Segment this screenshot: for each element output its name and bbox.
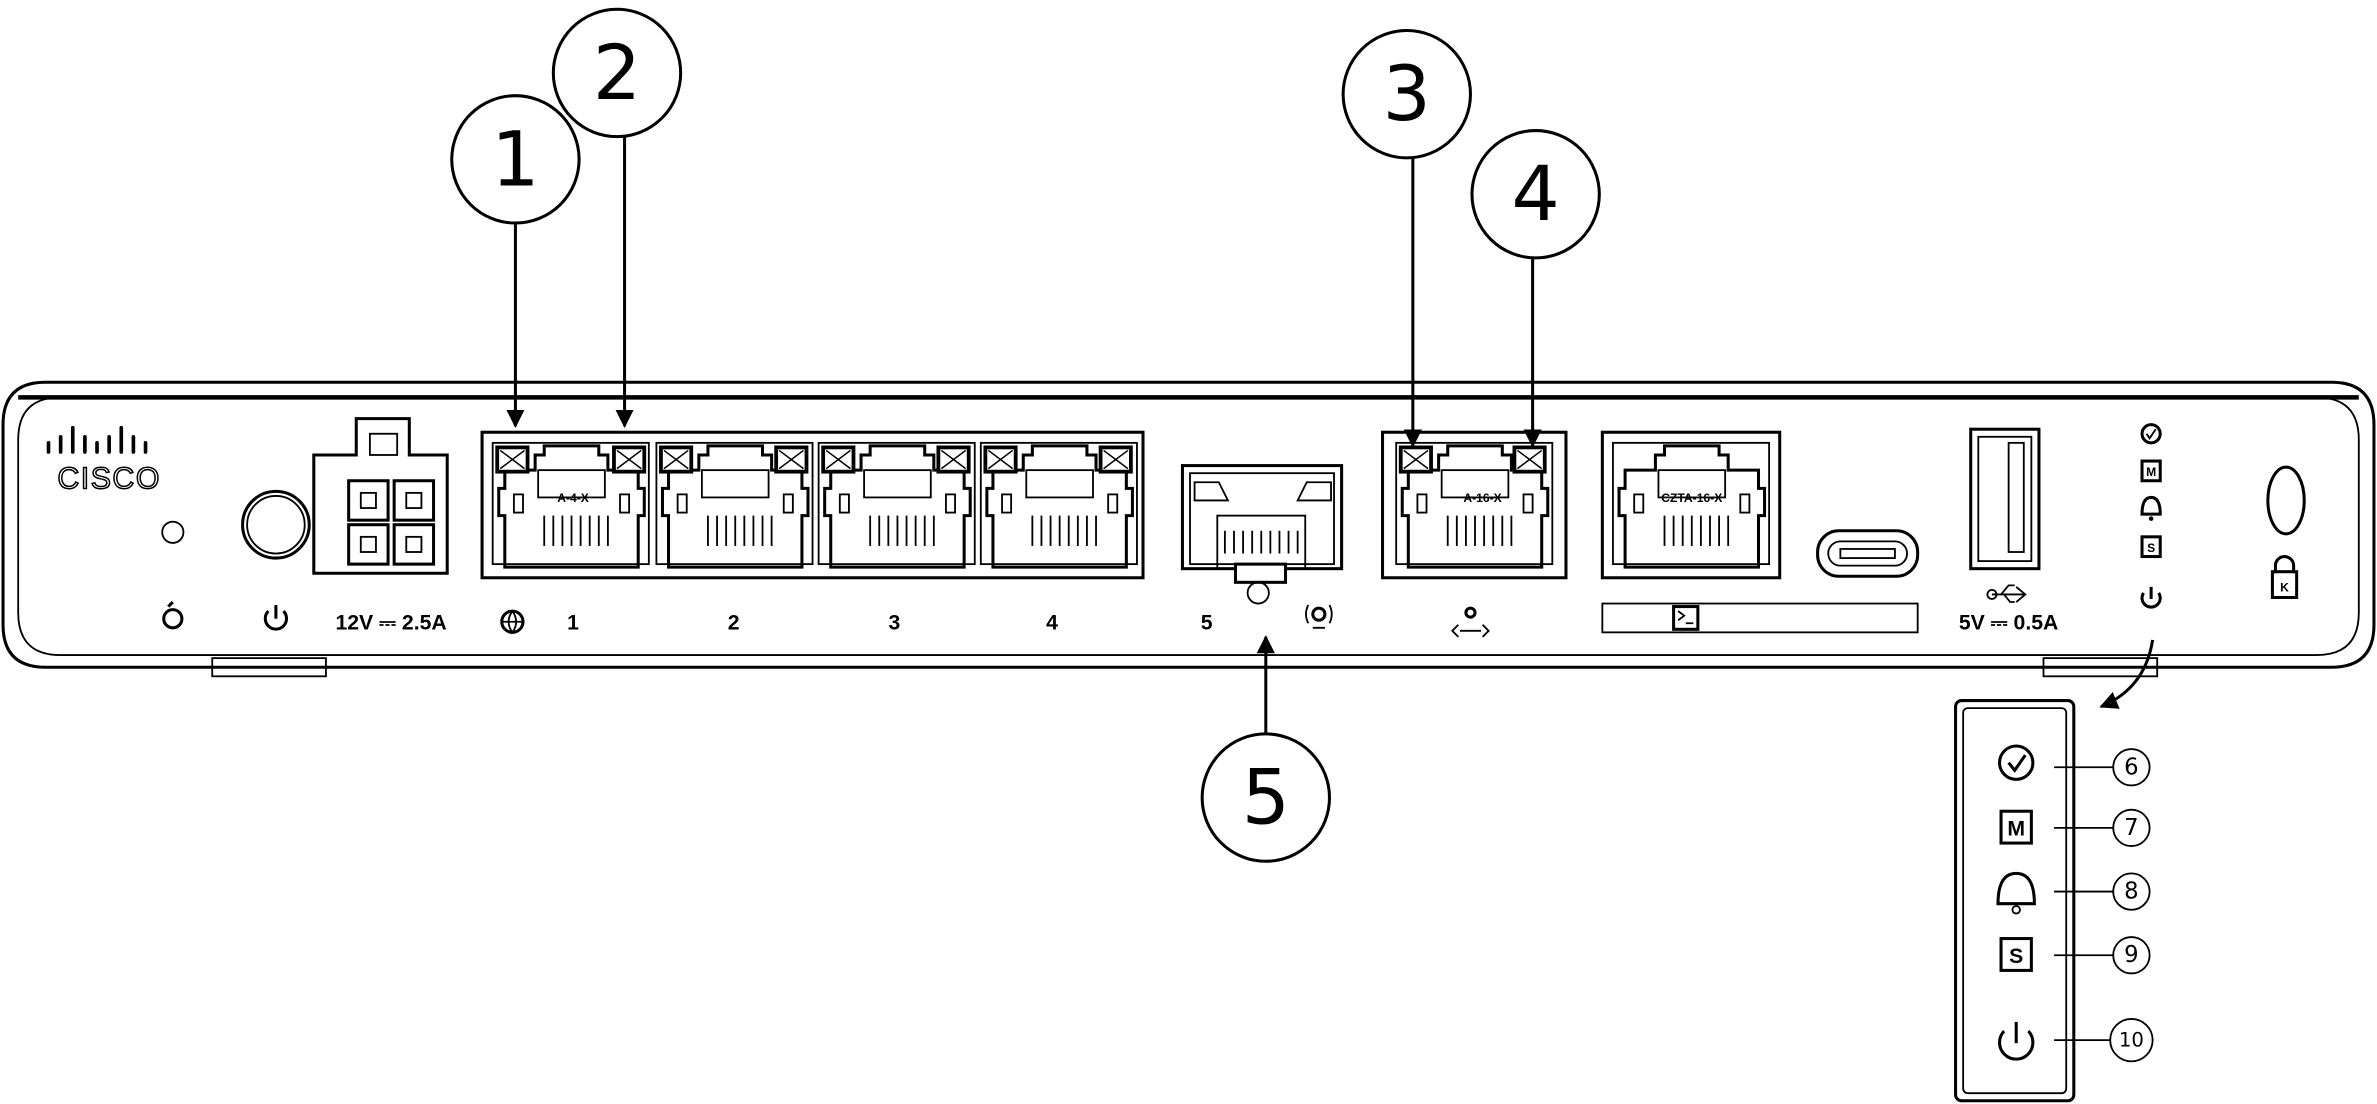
console-icon — [1672, 605, 1700, 631]
kensington-slot — [2266, 465, 2306, 536]
check-icon — [1998, 744, 2035, 781]
usb-c-port[interactable] — [1816, 529, 1920, 578]
chassis — [1, 380, 2376, 678]
console-label-strip — [1601, 602, 1919, 634]
power-icon — [2140, 586, 2162, 609]
led-inset-panel: M S — [1954, 699, 2076, 1103]
port-label-2: 2 — [728, 611, 740, 634]
port-tag-lan: A-4-X — [557, 491, 589, 505]
m-letter: M — [2007, 817, 2025, 840]
port-tag-wan: A-16-X — [1463, 491, 1501, 505]
usb-a-port[interactable] — [1969, 427, 2041, 571]
callout-number: 4 — [1512, 150, 1560, 238]
s-letter: S — [2009, 945, 2023, 968]
sfp-led — [1246, 581, 1270, 605]
port-tag-console: CZTA-16-X — [1661, 491, 1722, 505]
callout-4: 4 — [1470, 129, 1601, 448]
callout-7: 7 — [2054, 808, 2151, 848]
port-label-5: 5 — [1201, 611, 1213, 634]
reset-pinhole[interactable] — [161, 520, 185, 544]
management-icon — [1450, 606, 1490, 638]
s-icon: S — [2140, 535, 2162, 559]
power-rating-label: 12V ⎓ 2.5A — [335, 611, 446, 634]
management-port[interactable]: A-16-X — [1381, 430, 1568, 580]
callout-2: 2 — [551, 7, 683, 428]
cisco-logo: CISCO — [46, 425, 161, 496]
usb-icon — [1986, 584, 2027, 603]
s-letter: S — [2147, 541, 2155, 555]
bell-icon — [1996, 871, 2036, 915]
check-icon — [2140, 423, 2162, 445]
callout-number: 7 — [2124, 815, 2138, 841]
inset-arrow — [2099, 639, 2155, 709]
power-connector — [312, 417, 449, 575]
callout-number: 6 — [2124, 754, 2138, 780]
m-letter: M — [2146, 465, 2156, 479]
sfp-port-5[interactable] — [1180, 464, 1344, 584]
callout-5: 5 — [1200, 635, 1331, 863]
port-led — [495, 445, 1133, 474]
reset-icon — [162, 600, 184, 630]
callout-6: 6 — [2054, 748, 2151, 787]
callout-number: 10 — [2119, 1029, 2144, 1052]
m-icon: M — [2140, 459, 2162, 483]
callout-number: 2 — [593, 29, 641, 117]
console-port[interactable]: CZTA-16-X — [1600, 430, 1782, 580]
lock-icon: K — [2270, 555, 2299, 599]
cisco-logo-text: CISCO — [57, 462, 161, 495]
callout-number: 3 — [1383, 50, 1431, 138]
s-icon: S — [1999, 937, 2033, 972]
callout-8: 8 — [2054, 872, 2151, 911]
callout-number: 5 — [1242, 754, 1290, 842]
callout-number: 1 — [491, 115, 539, 203]
power-button[interactable] — [241, 489, 311, 560]
port-label-1: 1 — [567, 611, 579, 634]
globe-icon — [500, 609, 525, 634]
status-led-column: M S — [2140, 423, 2162, 609]
callout-1: 1 — [450, 94, 581, 428]
power-icon — [1998, 1021, 2035, 1061]
callout-10: 10 — [2054, 1018, 2154, 1063]
port-label-3: 3 — [889, 611, 901, 634]
port-label-4: 4 — [1046, 611, 1058, 634]
callout-3: 3 — [1341, 28, 1472, 448]
power-icon — [263, 605, 289, 631]
lan-port-group: A-4-X — [480, 430, 1145, 580]
callout-9: 9 — [2054, 936, 2151, 975]
bell-icon — [2140, 495, 2162, 521]
usb-rating-label: 5V ⎓ 0.5A — [1959, 611, 2059, 634]
poe-icon — [1305, 604, 1333, 629]
m-icon: M — [1999, 809, 2033, 845]
svg-text:K: K — [2280, 580, 2289, 594]
callout-number: 8 — [2124, 879, 2138, 905]
callout-number: 9 — [2124, 942, 2138, 968]
